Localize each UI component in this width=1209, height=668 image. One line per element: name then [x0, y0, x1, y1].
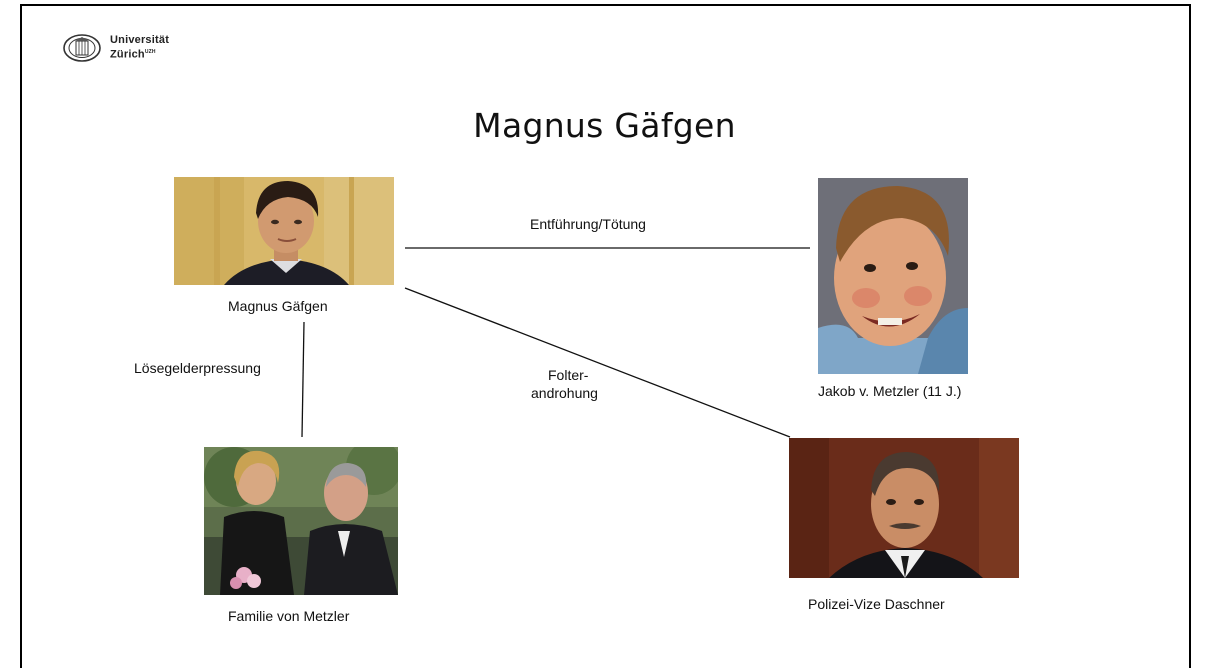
label-loesegeld: Lösegelderpressung: [134, 360, 261, 376]
photo-gaefgen: [174, 177, 394, 285]
logo-line1: Universität: [110, 34, 170, 46]
logo-line2: ZürichUZH: [110, 48, 156, 61]
caption-jakob: Jakob v. Metzler (11 J.): [818, 383, 962, 399]
line-folter: [404, 287, 791, 438]
university-logo: Universität ZürichUZH: [62, 32, 212, 68]
label-folter-1: Folter-: [548, 367, 589, 383]
slide-title: Magnus Gäfgen: [473, 106, 736, 145]
caption-familie: Familie von Metzler: [228, 608, 350, 624]
photo-jakob: [818, 178, 968, 374]
photo-daschner: [789, 438, 1019, 578]
caption-daschner: Polizei-Vize Daschner: [808, 596, 945, 612]
logo-suffix: UZH: [144, 49, 156, 55]
label-folter-2: androhung: [531, 385, 598, 401]
photo-familie: [204, 447, 398, 595]
label-entfuehrung: Entführung/Tötung: [530, 216, 646, 232]
caption-gaefgen: Magnus Gäfgen: [228, 298, 328, 314]
line-loesegeld: [301, 321, 305, 438]
university-seal-icon: [63, 34, 101, 62]
logo-text: Universität ZürichUZH: [110, 34, 169, 61]
